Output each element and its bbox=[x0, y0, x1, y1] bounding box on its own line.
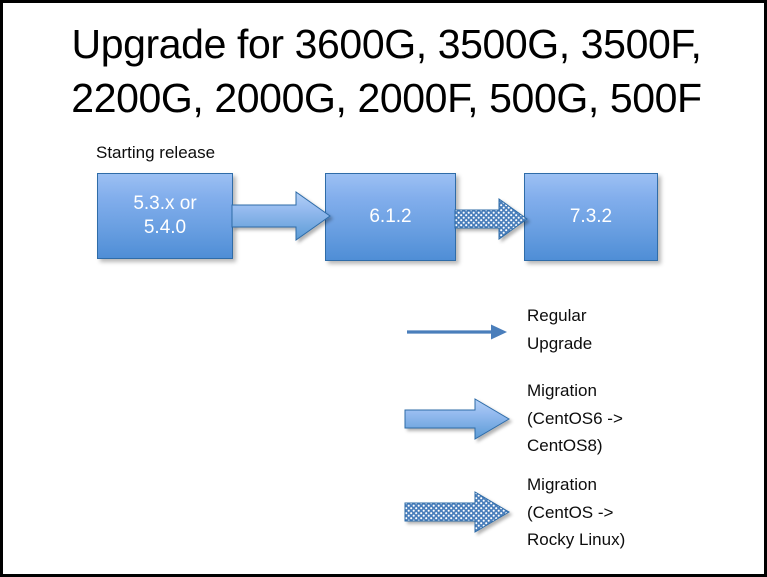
flow-arrow-regular-upgrade[interactable] bbox=[231, 191, 331, 241]
legend-icon-thin-line-arrow bbox=[407, 321, 507, 343]
dotted-block-arrow-shape bbox=[404, 491, 510, 533]
solid-block-arrow-shape bbox=[231, 191, 331, 241]
legend-label-regular-upgrade: Regular Upgrade bbox=[527, 306, 593, 353]
flow-node-starting-release[interactable]: 5.3.x or 5.4.0 bbox=[97, 173, 233, 259]
legend-icon-solid-block-arrow bbox=[404, 398, 510, 440]
flow-arrow-rocky-migration[interactable] bbox=[454, 198, 528, 240]
thin-arrow-head bbox=[491, 324, 507, 340]
flow-node-target-release[interactable]: 7.3.2 bbox=[524, 173, 658, 261]
legend-label-centos-to-rocky: Migration (CentOS -> Rocky Linux) bbox=[527, 475, 626, 550]
starting-release-label: Starting release bbox=[96, 143, 216, 162]
page-title: Upgrade for 3600G, 3500G, 3500F, 2200G, … bbox=[71, 21, 702, 122]
legend-icon-dotted-block-arrow bbox=[404, 491, 510, 533]
flow-node-intermediate-release[interactable]: 6.1.2 bbox=[325, 173, 456, 261]
dotted-block-arrow-shape bbox=[454, 198, 528, 240]
legend-label-centos6-to-centos8: Migration (CentOS6 -> CentOS8) bbox=[527, 381, 623, 456]
solid-block-arrow-shape bbox=[404, 398, 510, 440]
